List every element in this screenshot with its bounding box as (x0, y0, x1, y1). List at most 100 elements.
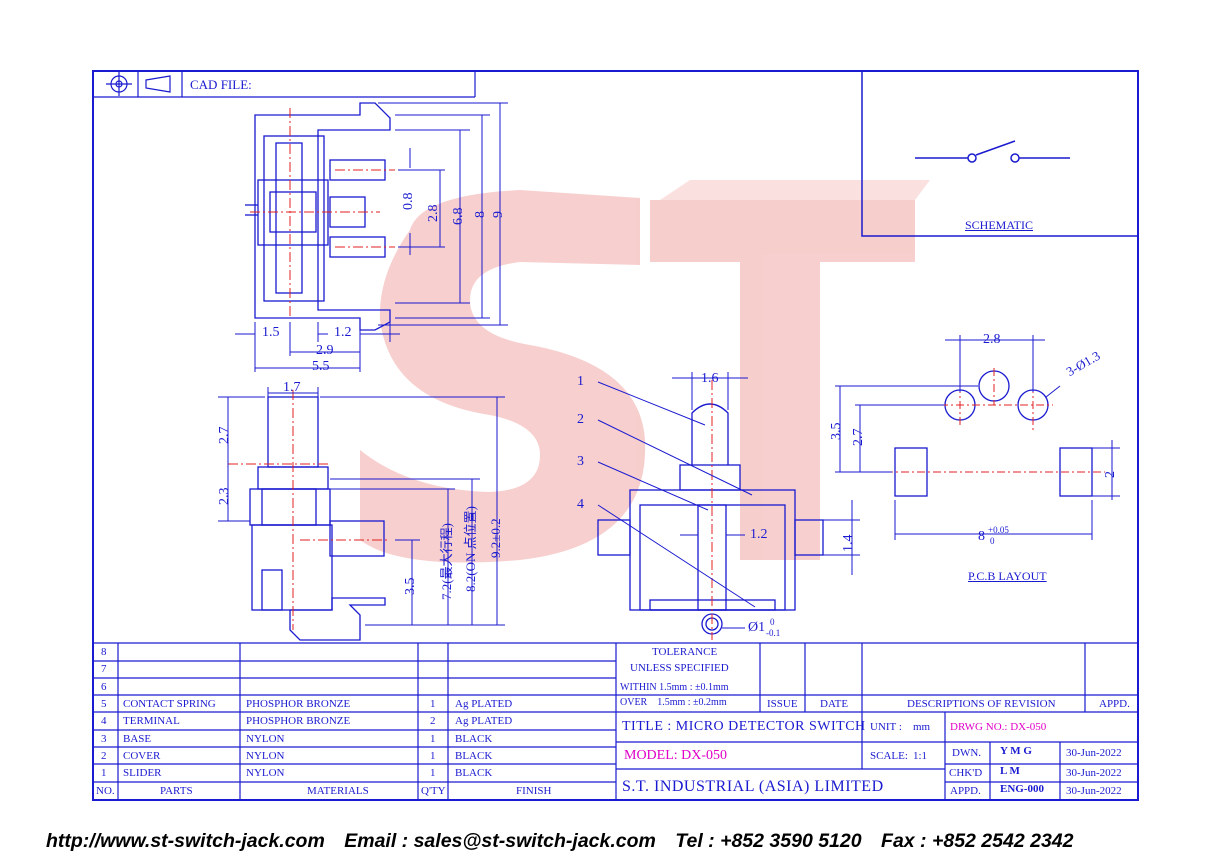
drawing-number: DRWG NO.: DX-050 (950, 721, 1047, 733)
tolerance-subtitle: UNLESS SPECIFIED (630, 662, 729, 674)
bom-header-parts: PARTS (160, 785, 193, 797)
drawing-frame (92, 70, 1139, 801)
tolerance-within: WITHIN 1.5mm : ±0.1mm (620, 682, 729, 693)
pcb-dim-8: 8 (978, 529, 985, 544)
bom-part: CONTACT SPRING (123, 698, 216, 710)
bom-no: 2 (101, 750, 107, 762)
pcb-dim-2: 2 (1103, 471, 1118, 478)
dim-diameter-upper: 0 (770, 617, 775, 627)
dim-1-2-top: 1.2 (334, 325, 352, 340)
dim-diameter: Ø1 (748, 620, 766, 635)
revision-date: DATE (820, 698, 849, 710)
pcb-dim-2-8: 2.8 (983, 332, 1001, 347)
dim-diameter-lower: -0.1 (766, 628, 781, 638)
bom-qty: 1 (430, 698, 436, 710)
telephone-text: Tel : +852 3590 5120 (675, 830, 862, 852)
dim-5-5: 5.5 (312, 359, 330, 374)
unit-label: UNIT : (870, 721, 902, 733)
bom-header-materials: MATERIALS (307, 785, 369, 797)
dim-1-2-front: 1.2 (750, 527, 768, 542)
pcb-layout-label: P.C.B LAYOUT (968, 569, 1047, 583)
bom-finish: Ag PLATED (455, 715, 513, 727)
callout-3: 3 (577, 454, 584, 469)
tolerance-over: OVER 1.5mm : ±0.2mm (620, 697, 727, 708)
bom-header-qty: Q'TY (421, 785, 446, 797)
bom-finish: Ag PLATED (455, 698, 513, 710)
side-view-centerlines (228, 390, 390, 630)
dim-2-3: 2.3 (217, 487, 232, 506)
fax-text: Fax : +852 2542 2342 (881, 830, 1074, 852)
bom-finish: BLACK (455, 733, 493, 745)
front-view-dims (597, 372, 860, 629)
bom-finish: BLACK (455, 750, 493, 762)
bom-no: 1 (101, 767, 107, 779)
company-name: S.T. INDUSTRIAL (ASIA) LIMITED (622, 778, 884, 795)
dim-6-8: 6.8 (451, 207, 466, 226)
bom-header-no: NO. (96, 785, 115, 797)
cad-file-label: CAD FILE: (190, 77, 252, 92)
model-text: MODEL: DX-050 (624, 748, 728, 763)
bom-finish: BLACK (455, 767, 493, 779)
top-view-dims (235, 102, 508, 372)
dim-7-2: 7.2(最大行程) (439, 523, 454, 600)
callout-2: 2 (577, 412, 584, 427)
dim-0-8: 0.8 (401, 192, 416, 211)
bom-material: PHOSPHOR BRONZE (246, 715, 351, 727)
bom-qty: 2 (430, 715, 436, 727)
bom-no: 4 (101, 715, 107, 727)
dim-9: 9 (491, 211, 506, 218)
dim-1-5: 1.5 (262, 325, 280, 340)
scale-label: SCALE: (870, 750, 908, 762)
chkd-label: CHK'D (949, 767, 983, 779)
bom-header-finish: FINISH (516, 785, 552, 797)
bom-part: SLIDER (123, 767, 162, 779)
tolerance-title: TOLERANCE (652, 646, 718, 658)
appd-label: APPD. (950, 785, 981, 797)
bom-material: NYLON (246, 750, 285, 762)
website-link[interactable]: http://www.st-switch-jack.com (46, 830, 325, 852)
dim-2-7-side: 2.7 (217, 426, 232, 445)
side-view-dims (218, 387, 505, 626)
dim-1-4: 1.4 (841, 534, 856, 553)
email-link[interactable]: Email : sales@st-switch-jack.com (344, 830, 656, 852)
appd-name: ENG-000 (1000, 783, 1044, 795)
revision-descriptions: DESCRIPTIONS OF REVISION (907, 698, 1056, 710)
contact-footer: http://www.st-switch-jack.com Email : sa… (46, 830, 1087, 853)
title-text: TITLE : MICRO DETECTOR SWITCH (622, 719, 866, 734)
row-number-8: 8 (101, 646, 107, 658)
schematic-label: SCHEMATIC (965, 218, 1034, 232)
bom-qty: 1 (430, 733, 436, 745)
pcb-dim-3-5: 3.5 (829, 422, 844, 441)
bom-part: TERMINAL (123, 715, 180, 727)
chkd-name: L M (1000, 765, 1020, 777)
pcb-dim-2-7: 2.7 (851, 428, 866, 447)
table-grid (92, 642, 1139, 800)
dim-8-2: 8.2(ON 点位置) (463, 506, 478, 592)
bom-qty: 1 (430, 750, 436, 762)
bom-material: PHOSPHOR BRONZE (246, 698, 351, 710)
appd-date: 30-Jun-2022 (1066, 785, 1122, 797)
bom-material: NYLON (246, 767, 285, 779)
dim-2-8: 2.8 (426, 204, 441, 223)
pcb-dims (835, 335, 1120, 540)
row-number-7: 7 (101, 663, 107, 675)
pcb-dim-8-lower: 0 (990, 536, 995, 546)
dim-9-2: 9.2±0.2 (488, 518, 503, 558)
top-view-centerlines (250, 108, 395, 318)
callout-1: 1 (577, 374, 584, 389)
chkd-date: 30-Jun-2022 (1066, 767, 1122, 779)
row-number-6: 6 (101, 681, 107, 693)
dwn-date: 30-Jun-2022 (1066, 747, 1122, 759)
dim-3-5-side: 3.5 (403, 577, 418, 596)
revision-issue: ISSUE (767, 698, 798, 710)
bom-no: 3 (101, 733, 107, 745)
callout-4: 4 (577, 497, 584, 512)
dim-1-6: 1.6 (701, 371, 719, 386)
bom-part: COVER (123, 750, 161, 762)
dim-8: 8 (473, 211, 488, 218)
dim-1-7: 1.7 (283, 380, 301, 395)
unit-value: mm (913, 721, 931, 733)
revision-appd: APPD. (1099, 698, 1130, 710)
